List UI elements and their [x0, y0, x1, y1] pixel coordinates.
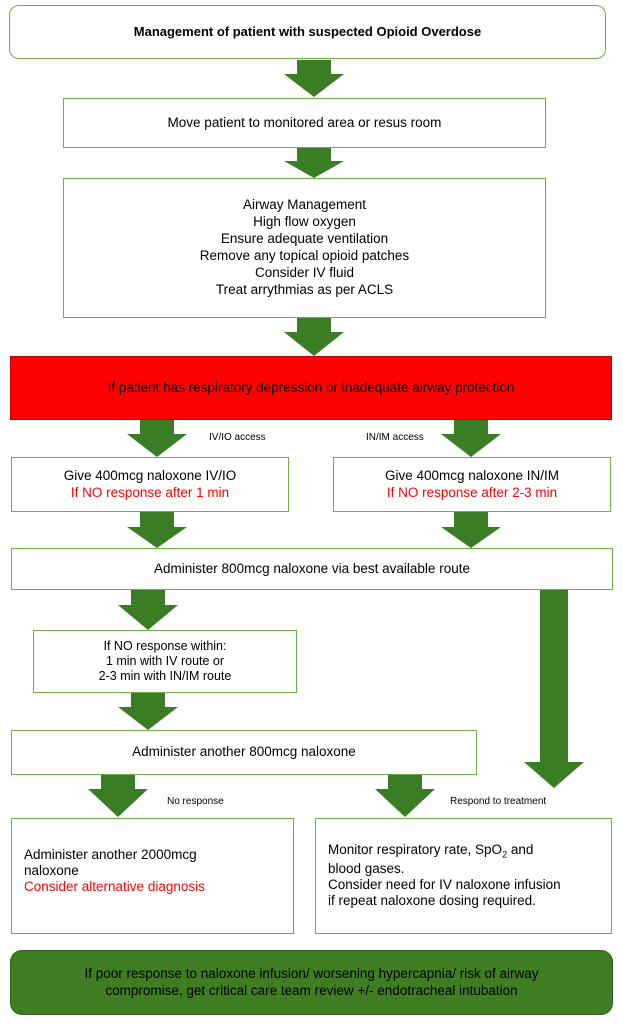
arrow-down-icon: [118, 693, 178, 730]
respiratory-depression-banner: If patient has respiratory depression or…: [10, 356, 612, 420]
arrow-down-icon: [284, 318, 344, 356]
arrow-down-icon: [88, 775, 148, 817]
no-response-line2: 1 min with IV route or: [105, 654, 225, 668]
box-2000-line1: Administer another 2000mcg: [24, 846, 197, 862]
red-banner-text: If patient has respiratory depression or…: [107, 379, 515, 395]
monitor-line4: if repeat naloxone dosing required.: [328, 893, 536, 909]
in-box-line2: If NO response after 2-3 min: [386, 484, 558, 500]
arrow-down-icon: [127, 420, 187, 457]
bottom-banner-line2: compromise, get critical care team revie…: [105, 982, 518, 998]
arrow-down-icon: [441, 512, 501, 548]
move-patient-box: Move patient to monitored area or resus …: [63, 98, 546, 148]
administer-2000-box: Administer another 2000mcg naloxone Cons…: [11, 818, 294, 934]
administer-800-box: Administer 800mcg naloxone via best avai…: [11, 548, 613, 590]
airway-line: Remove any topical opioid patches: [199, 248, 410, 263]
label-in-access: IN/IM access: [366, 432, 424, 443]
airway-line: Treat arrythmias as per ACLS: [215, 281, 394, 297]
arrow-down-icon: [284, 147, 344, 178]
airway-line: Consider IV fluid: [254, 264, 355, 280]
in-naloxone-box: Give 400mcg naloxone IN/IM If NO respons…: [333, 457, 611, 512]
iv-box-line2: If NO response after 1 min: [70, 484, 230, 500]
no-response-within-box: If NO response within: 1 min with IV rou…: [33, 630, 297, 693]
label-iv-access: IV/IO access: [209, 432, 266, 443]
move-patient-text: Move patient to monitored area or resus …: [167, 114, 442, 130]
airway-management-box: Airway Management High flow oxygen Ensur…: [63, 178, 546, 318]
arrow-down-icon: [441, 420, 501, 457]
title-box: Management of patient with suspected Opi…: [9, 5, 606, 59]
arrow-down-icon: [284, 60, 344, 97]
administer-another-800-box: Administer another 800mcg naloxone: [11, 730, 477, 775]
monitor-line2: blood gases.: [328, 860, 405, 876]
label-respond-to-treatment: Respond to treatment: [450, 796, 547, 807]
monitor-box: Monitor respiratory rate, SpO2 and blood…: [315, 818, 612, 934]
bottom-banner-line1: If poor response to naloxone infusion/ w…: [84, 966, 539, 982]
airway-line: Ensure adequate ventilation: [220, 231, 389, 247]
iv-box-line1: Give 400mcg naloxone IV/IO: [63, 468, 237, 484]
arrow-down-icon: [375, 775, 435, 817]
arrow-down-icon: [118, 590, 178, 630]
page-title: Management of patient with suspected Opi…: [133, 24, 482, 40]
no-response-line1: If NO response within:: [103, 639, 227, 653]
administer-another-800-text: Administer another 800mcg naloxone: [132, 744, 356, 760]
no-response-line3: 2-3 min with IN/IM route: [98, 669, 232, 683]
monitor-line1: Monitor respiratory rate, SpO2 and: [328, 842, 534, 861]
label-no-response: No response: [167, 796, 224, 807]
airway-line: Airway Management: [242, 197, 367, 213]
iv-naloxone-box: Give 400mcg naloxone IV/IO If NO respons…: [11, 457, 289, 512]
critical-care-banner: If poor response to naloxone infusion/ w…: [10, 950, 613, 1015]
in-box-line1: Give 400mcg naloxone IN/IM: [384, 468, 560, 484]
arrow-down-icon: [127, 512, 187, 548]
administer-800-text: Administer 800mcg naloxone via best avai…: [154, 560, 470, 576]
box-2000-line3: Consider alternative diagnosis: [24, 879, 205, 895]
monitor-line3: Consider need for IV naloxone infusion: [328, 877, 561, 893]
long-arrow-down-icon: [524, 589, 584, 788]
airway-line: High flow oxygen: [253, 214, 356, 230]
box-2000-line2: naloxone: [24, 862, 79, 878]
